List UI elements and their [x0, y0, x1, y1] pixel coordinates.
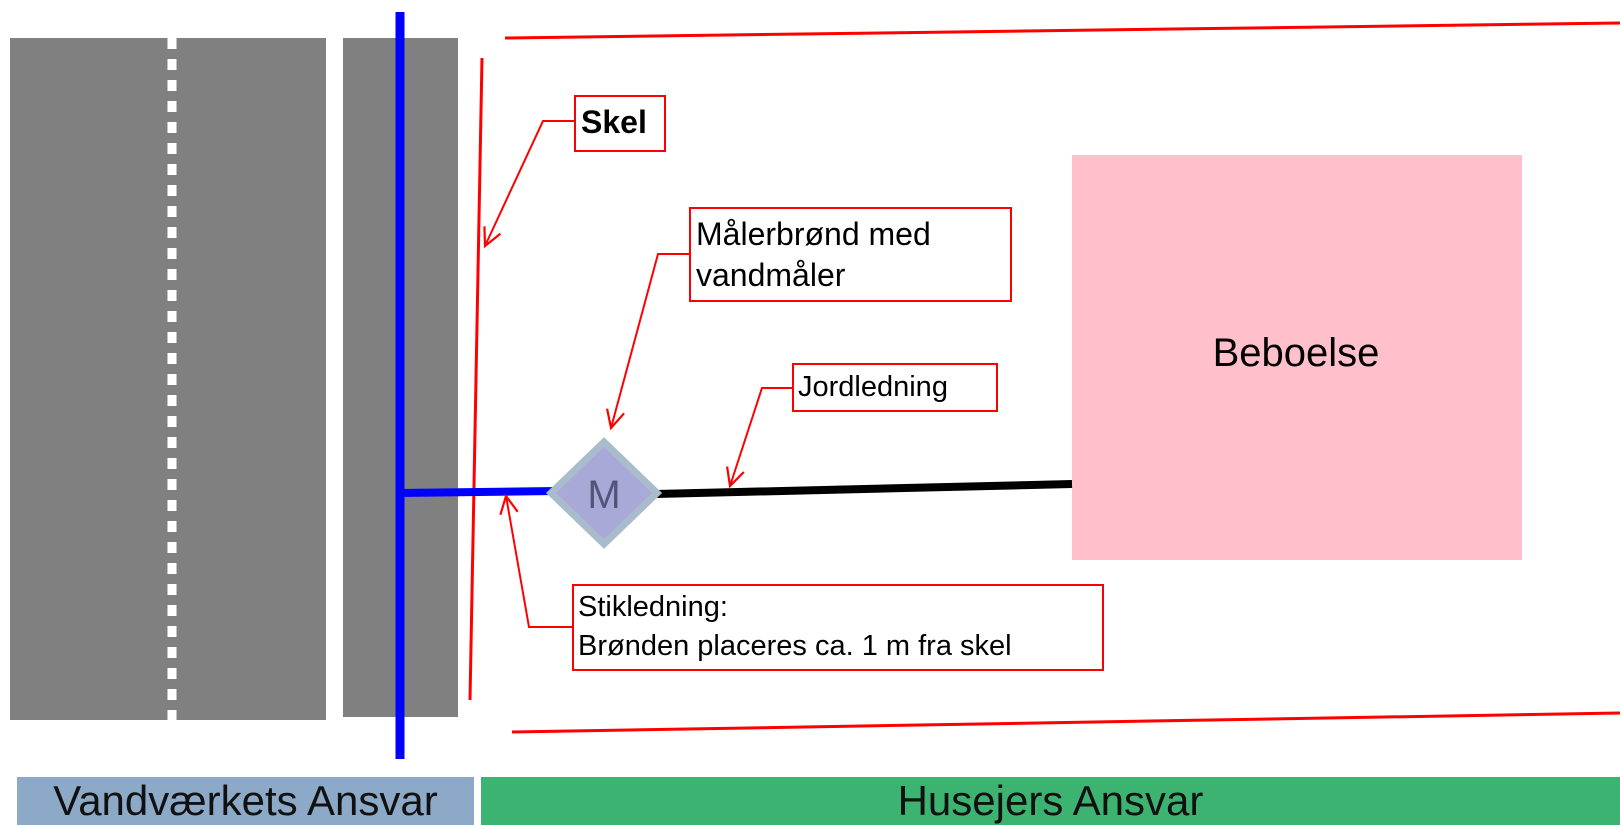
service-pipe: [399, 487, 557, 497]
soil-pipe: [655, 480, 1073, 498]
soil-pipe-label: Jordledning: [798, 371, 948, 403]
owner-responsibility-band: [481, 777, 1620, 825]
service-pipe-callout-arrow: [506, 496, 574, 628]
property-boundary-top: [504, 21, 1620, 40]
owner-responsibility-label: Husejers Ansvar: [897, 777, 1204, 824]
property-boundary-left: [468, 57, 484, 701]
house-label: Beboelse: [1213, 331, 1380, 375]
soil-pipe-callout-arrow: [730, 387, 793, 486]
meter-well: M: [545, 437, 663, 549]
meter-symbol: M: [587, 473, 620, 517]
soil-pipe-label-box: [792, 363, 998, 412]
service-pipe-label-line2: Brønden placeres ca. 1 m fra skel: [578, 630, 1012, 662]
service-pipe-label-box: [572, 584, 1104, 671]
skel-callout-arrow: [485, 120, 575, 246]
skel-label-box: [574, 95, 666, 152]
skel-label: Skel: [581, 104, 647, 140]
service-pipe-label-line1: Stikledning:: [578, 591, 728, 623]
property-boundary-bottom: [511, 711, 1620, 734]
meter-well-label-line2: vandmåler: [696, 257, 846, 293]
meter-well-callout-arrow: [611, 253, 690, 428]
waterworks-responsibility-label: Vandværkets Ansvar: [53, 777, 438, 824]
waterworks-responsibility-band: [17, 777, 474, 825]
meter-well-label-line1: Målerbrønd med: [696, 216, 931, 252]
house: [1072, 155, 1522, 560]
meter-well-label-box: [689, 207, 1012, 302]
